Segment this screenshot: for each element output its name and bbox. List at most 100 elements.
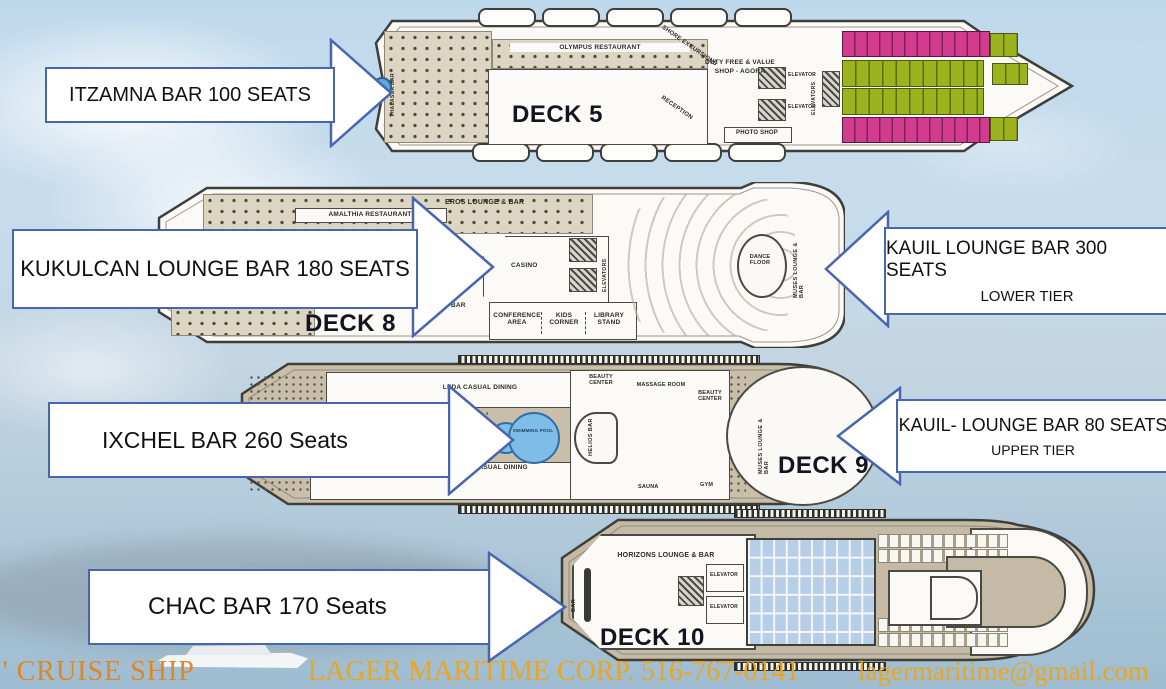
lifeboat	[606, 8, 664, 27]
itzamna-callout-label: ITZAMNA BAR 100 SEATS	[69, 83, 311, 106]
kauil-upper-arrow	[836, 386, 902, 486]
elevator-label: ELEVATOR	[788, 72, 816, 78]
dance-floor	[737, 234, 787, 298]
company-phone: LAGER MARITIME CORP. 516-767-0141	[308, 656, 800, 687]
lifeboat	[536, 143, 594, 162]
lifeboat	[542, 8, 600, 27]
olympus-restaurant-label: OLYMPUS RESTAURANT	[510, 43, 690, 53]
sun-loungers	[878, 534, 1008, 548]
deck10-plan: HORIZONS LOUNGE & BAR BAR ELEVATOR ELEVA…	[538, 509, 1106, 671]
elevator-box	[706, 596, 744, 624]
cabin-row-pink	[842, 117, 990, 143]
elevator-shaft	[758, 67, 786, 89]
kauil-lower-arrow	[824, 210, 890, 328]
horizons-lounge-label: HORIZONS LOUNGE & BAR	[617, 552, 715, 559]
kauil-upper-callout-label: KAUIL- LOUNGE BAR 80 SEATS	[898, 414, 1166, 435]
kauil-upper-callout-sub: UPPER TIER	[991, 441, 1075, 458]
gym-label: GYM	[700, 482, 714, 488]
kids-corner-label: KIDS CORNER	[543, 312, 586, 334]
kauil-lower-callout: KAUIL LOUNGE BAR 300 SEATS LOWER TIER	[884, 227, 1166, 315]
dance-floor-label: DANCE FLOOR	[749, 254, 771, 267]
helios-bar-shape	[574, 412, 618, 464]
duty-free-label: DUTY FREE & VALUE	[705, 59, 775, 66]
lifeboat	[728, 143, 786, 162]
lifeboat	[670, 8, 728, 27]
ship-superstructure	[186, 645, 272, 655]
rooms-strip	[489, 302, 637, 340]
lifeboat	[734, 8, 792, 27]
railing	[734, 509, 886, 518]
dining-tables-area	[384, 31, 492, 143]
muses-lounge-label: MUSES LOUNGE & BAR	[758, 418, 771, 474]
cabin-row-green	[842, 60, 984, 87]
railing	[734, 662, 886, 671]
company-email: lagermaritime@gmail.com	[858, 656, 1150, 686]
pool-skylight-grid	[746, 538, 876, 646]
lifeboat	[664, 143, 722, 162]
deck10-title: DECK 10	[600, 624, 705, 651]
deck5-title: DECK 5	[512, 101, 604, 128]
chac-callout: CHAC BAR 170 Seats	[88, 569, 490, 645]
elevators-label: ELEVATORS	[811, 81, 817, 115]
photo-shop-label: PHOTO SHOP	[736, 130, 778, 136]
ixchel-arrow	[447, 384, 515, 496]
cabin-row-green-mid	[992, 63, 1028, 85]
conference-area-label: CONFERENCE AREA	[493, 312, 542, 334]
elevator-shaft	[569, 268, 597, 292]
horizons-lounge-room	[572, 534, 756, 650]
leda-dining-label: LEDA CASUAL DINING	[442, 384, 518, 391]
cabin-row-pink	[842, 31, 990, 57]
deck5-plan: OLYMPUS RESTAURANT DECK 5 THALASSA BAR E…	[360, 8, 1075, 162]
elevator-shaft	[758, 99, 786, 121]
ixchel-callout: IXCHEL BAR 260 Seats	[48, 402, 450, 478]
deck8-title: DECK 8	[305, 310, 397, 337]
cabin-row-green-cap	[990, 117, 1018, 141]
ship-hull-shape	[158, 652, 308, 668]
beauty-center-label: BEAUTY CENTER	[589, 374, 613, 387]
kauil-upper-callout: KAUIL- LOUNGE BAR 80 SEATS UPPER TIER	[896, 399, 1166, 473]
swimming-pool	[508, 412, 560, 464]
kukulcan-callout-label: KUKULCAN LOUNGE BAR 180 SEATS	[20, 256, 410, 281]
beauty-center-label: BEAUTY CENTER	[698, 390, 722, 403]
kukulcan-callout: KUKULCAN LOUNGE BAR 180 SEATS	[12, 229, 418, 309]
chac-arrow	[487, 551, 567, 663]
cruise-ship-photo	[158, 642, 308, 672]
muses-lounge-label: MUSES LOUNGE & BAR	[793, 242, 806, 298]
swimming-pool-label: SWIMMING POOL	[512, 428, 554, 433]
elevator-label: ELEVATOR	[788, 104, 816, 110]
sun-loungers	[878, 633, 1008, 647]
sauna-label: SAUNA	[638, 484, 659, 490]
elevators-label: ELEVATORS	[602, 258, 608, 292]
kukulcan-arrow	[411, 196, 495, 338]
itzamna-callout: ITZAMNA BAR 100 SEATS	[45, 67, 335, 123]
kauil-lower-callout-label: KAUIL LOUNGE BAR 300 SEATS	[886, 237, 1108, 281]
elevator-shaft	[569, 238, 597, 262]
duty-free-label2: SHOP - AGORA	[714, 68, 766, 75]
railing	[458, 355, 760, 364]
deck9-title: DECK 9	[778, 452, 870, 479]
restaurant-room	[488, 69, 708, 145]
eros-lounge-label: EROS LOUNGE & BAR	[445, 199, 525, 206]
photo-shop-box	[724, 127, 792, 143]
itzamna-arrow	[329, 38, 393, 148]
stern-room-u	[930, 576, 978, 620]
stage-bar-counter	[584, 568, 591, 622]
lifeboat	[472, 143, 530, 162]
aura-dining-label: AURA CASUAL DINING	[452, 464, 528, 471]
massage-room-label: MASSAGE ROOM	[636, 382, 686, 388]
stairs	[678, 576, 704, 606]
elevator-box	[706, 564, 744, 592]
elevator-label: ELEVATOR	[710, 572, 738, 578]
lifeboat	[600, 143, 658, 162]
cabin-row-green	[842, 88, 984, 115]
chac-callout-label: CHAC BAR 170 Seats	[148, 593, 387, 620]
kauil-lower-callout-sub: LOWER TIER	[980, 287, 1074, 305]
casino-label: CASINO	[511, 262, 538, 269]
cabin-row-green-cap	[990, 33, 1018, 57]
elevators-bank	[822, 71, 840, 107]
lifeboat	[478, 8, 536, 27]
cruise-ship-title: S' CRUISE SHIP	[0, 656, 195, 687]
bar-label: BAR	[571, 598, 577, 612]
library-stand-label: LIBRARY STAND	[593, 312, 625, 327]
